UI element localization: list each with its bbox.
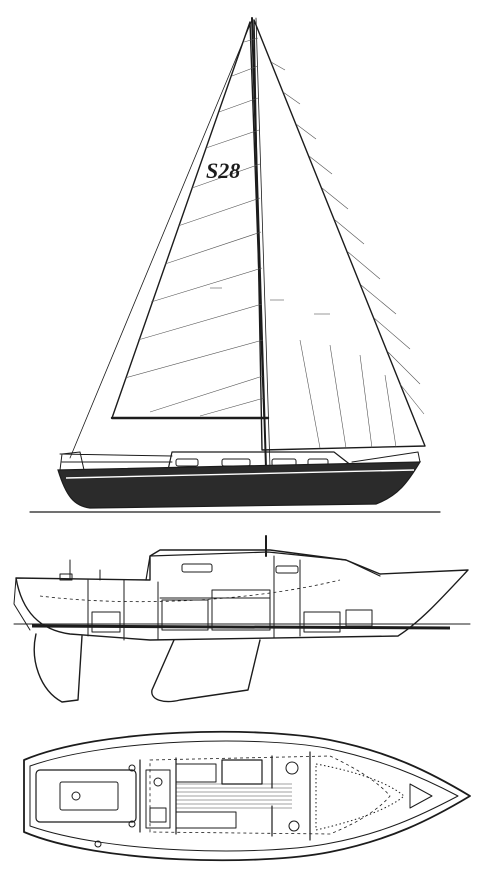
boot-stripe [31, 624, 451, 630]
plan-cabin-trunk [149, 755, 391, 835]
cabin-trunk [167, 451, 353, 471]
bow-pulpit [351, 451, 421, 463]
hull-profile [57, 461, 422, 509]
head-toilet [285, 761, 299, 775]
stove [149, 807, 167, 823]
inboard-cabin-top [145, 551, 381, 581]
chain-locker [409, 783, 433, 809]
sheer-stripe [65, 469, 415, 479]
wheel-pedestal [71, 791, 81, 801]
head-sink [288, 820, 300, 832]
mainsail [111, 21, 265, 419]
keel [151, 639, 261, 703]
plan-winches [94, 764, 136, 848]
salon-table [221, 759, 263, 785]
plan-bulkheads [139, 751, 311, 841]
salon-settee-port [175, 811, 237, 829]
reef-points [210, 287, 330, 315]
inboard-hull [15, 549, 469, 641]
inboard-profile [13, 535, 471, 703]
accommodation-plan [23, 730, 471, 862]
deck-fittings [59, 549, 197, 581]
v-berth [315, 763, 405, 831]
salon-sole [176, 783, 292, 809]
inboard-ports [181, 563, 299, 574]
sail-plan: S28 [29, 17, 441, 513]
stern-pulpit [59, 451, 173, 471]
cockpit [35, 769, 137, 823]
sail-insignia: S28 [206, 158, 240, 183]
backstay [69, 19, 253, 459]
mast-inner [255, 17, 271, 469]
transom [13, 577, 31, 631]
headsail-seams [270, 61, 425, 449]
headsail [253, 19, 426, 451]
rudder [33, 633, 83, 703]
plan-deck-edge [29, 740, 459, 852]
interior-bulkheads [87, 555, 373, 641]
mainsail-seams [124, 37, 265, 417]
salon-settee-stbd [175, 763, 217, 783]
galley [145, 769, 171, 829]
galley-sink [153, 777, 163, 787]
plan-hull-outline [23, 730, 471, 862]
cockpit-well [59, 781, 119, 811]
